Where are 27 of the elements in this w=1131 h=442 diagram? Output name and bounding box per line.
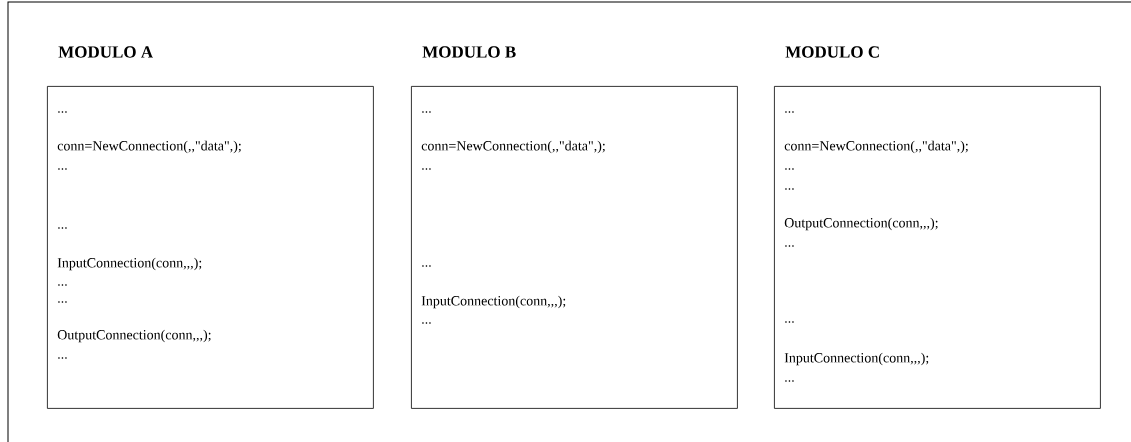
code-line: ... [785,111,794,113]
code-line: ... [58,357,67,359]
code-line: InputConnection(conn,,,); [57,257,202,271]
code-line: ... [58,301,67,303]
code-line: ... [58,111,67,113]
code-line: conn=NewConnection(,,"data",); [421,140,605,154]
code-line: ... [785,188,794,190]
code-line: OutputConnection(conn,,,); [57,329,211,343]
code-line: ... [785,380,794,382]
module-heading: MODULO B [422,46,516,58]
module-heading: MODULO C [785,46,879,58]
code-line: InputConnection(conn,,,); [421,295,566,309]
code-line: ... [785,245,794,247]
code-line: ... [422,265,431,267]
code-line: ... [58,168,67,170]
code-line: ... [58,227,67,229]
code-line: conn=NewConnection(,,"data",); [57,140,241,154]
code-line: ... [785,321,794,323]
code-line: ... [785,168,794,170]
code-line: ... [422,111,431,113]
code-line: ... [58,284,67,286]
code-line: OutputConnection(conn,,,); [784,217,938,231]
code-line: ... [422,168,431,170]
module-heading: MODULO A [58,46,153,58]
code-line: conn=NewConnection(,,"data",); [784,140,968,154]
code-line: InputConnection(conn,,,); [784,352,929,366]
code-line: ... [422,322,431,324]
